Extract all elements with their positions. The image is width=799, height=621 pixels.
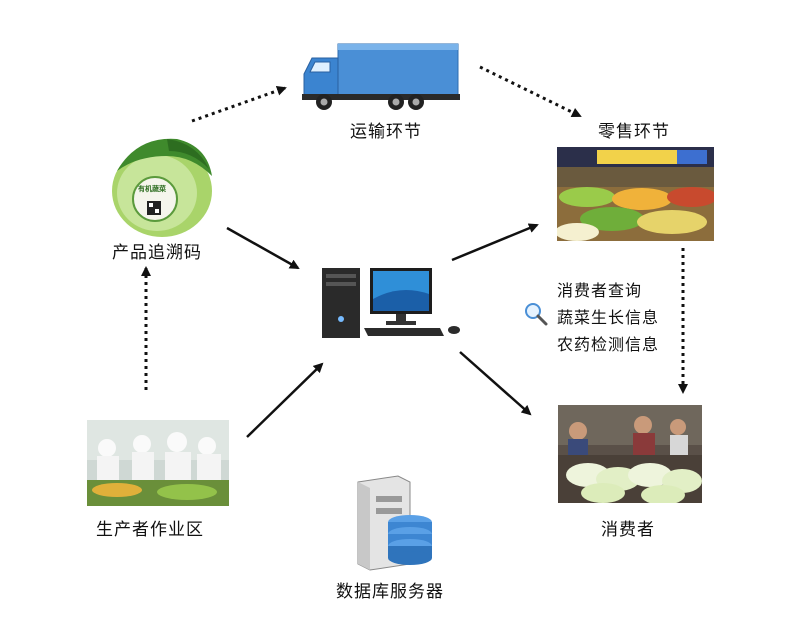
truck-icon xyxy=(300,42,460,112)
trace-code-label: 产品追溯码 xyxy=(112,243,202,263)
arrow-producer-to-computer xyxy=(246,362,324,438)
producer-label: 生产者作业区 xyxy=(96,520,204,540)
arrow-trace-to-computer xyxy=(226,226,300,270)
magnifier-icon xyxy=(524,302,548,326)
retail-label: 零售环节 xyxy=(598,122,670,142)
producer-photo xyxy=(87,420,229,506)
cabbage-image: 有机蔬菜 xyxy=(107,131,217,239)
arrow-transport-to-retail xyxy=(479,65,582,118)
cabbage-tag-text: 有机蔬菜 xyxy=(138,185,166,193)
arrow-trace-to-transport xyxy=(191,85,287,123)
query-info-list: 消费者查询 蔬菜生长信息 农药检测信息 xyxy=(557,277,659,358)
query-item-growth: 蔬菜生长信息 xyxy=(557,308,660,327)
arrow-computer-to-retail xyxy=(451,223,539,262)
retail-photo xyxy=(557,147,714,241)
query-item-consumer: 消费者查询 xyxy=(557,281,643,300)
transport-label: 运输环节 xyxy=(350,122,422,142)
consumer-photo xyxy=(558,405,702,503)
query-item-pesticide: 农药检测信息 xyxy=(557,335,660,354)
computer-icon xyxy=(320,264,465,342)
database-label: 数据库服务器 xyxy=(336,582,444,602)
consumer-label: 消费者 xyxy=(601,520,655,540)
arrow-computer-to-consumer xyxy=(459,351,532,416)
database-server-icon xyxy=(352,474,436,572)
